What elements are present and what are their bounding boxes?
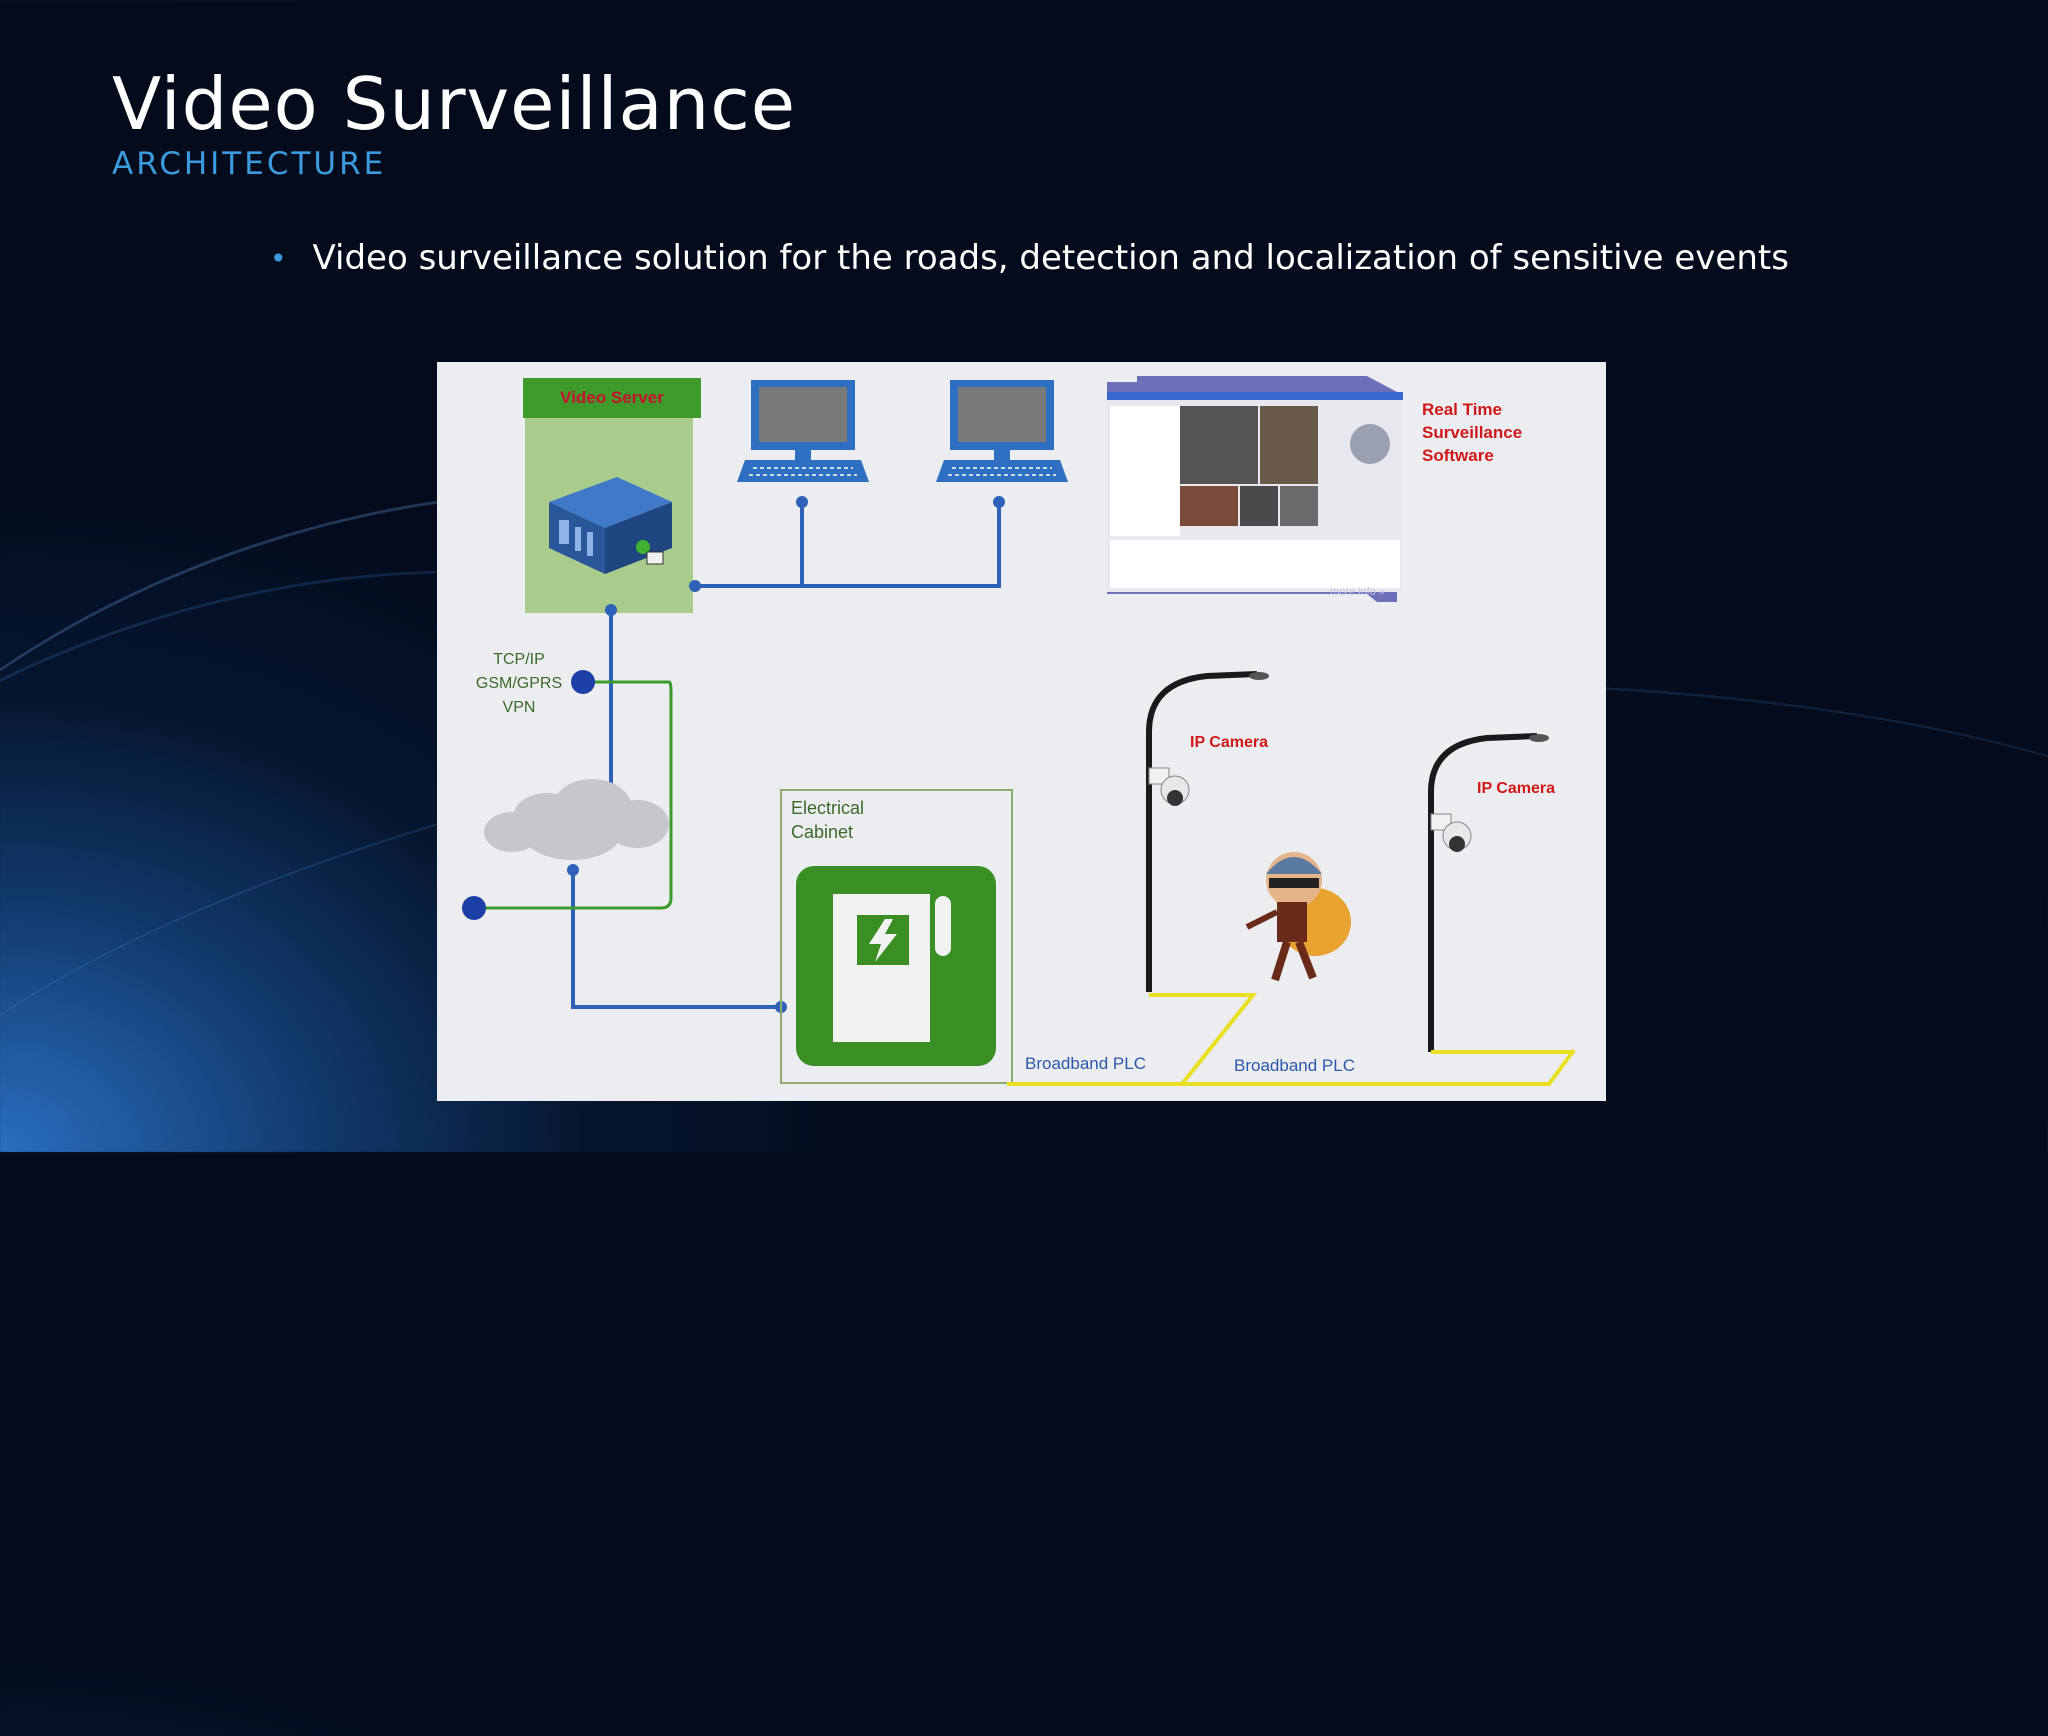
realtime-label-line: Real Time — [1422, 400, 1503, 419]
plc-label: Broadband PLC — [1234, 1056, 1355, 1075]
realtime-label-line: Surveillance — [1422, 423, 1523, 442]
camera-icon — [1148, 767, 1190, 806]
thief-icon — [1245, 852, 1351, 982]
bullet-icon: • — [270, 241, 287, 275]
link-node — [571, 670, 595, 694]
realtime-label-line: Software — [1422, 446, 1494, 465]
video-server-label: Video Server — [523, 378, 701, 418]
network-lines — [571, 502, 1001, 1009]
cabinet-label-line: Electrical — [791, 798, 865, 818]
bullet-item: • Video surveillance solution for the ro… — [270, 238, 1789, 278]
architecture-diagram: Video Server Real Time Surveillance Soft… — [437, 362, 1606, 1101]
diagram-canvas — [462, 376, 1576, 1086]
lamp-post-icon — [1428, 733, 1538, 1052]
cabinet-label-line: Cabinet — [791, 822, 854, 842]
cabinet-frame — [780, 789, 1013, 1084]
protocol-label-line: TCP/IP — [493, 651, 545, 668]
bullet-text: Video surveillance solution for the road… — [312, 238, 1789, 278]
realtime-software-label: Real Time Surveillance Software — [1422, 398, 1542, 467]
server-icon — [549, 477, 672, 574]
protocol-label-line: GSM/GPRS — [475, 675, 563, 692]
slide-subtitle: ARCHITECTURE — [112, 146, 387, 182]
software-screenshot-icon — [1107, 376, 1403, 602]
cabinet-label: Electrical Cabinet — [791, 796, 864, 844]
more-info-link: more info » — [1330, 586, 1386, 598]
protocol-label: TCP/IP GSM/GPRS VPN — [459, 648, 579, 720]
protocol-label-line: VPN — [502, 699, 536, 716]
plc-lines — [1007, 993, 1576, 1086]
lamp-head — [1249, 672, 1269, 680]
plc-label: Broadband PLC — [1025, 1054, 1146, 1073]
wireless-link — [477, 680, 673, 910]
cloud-icon — [484, 779, 669, 860]
ip-camera-label: IP Camera — [1190, 734, 1268, 751]
monitor-icon — [737, 380, 869, 482]
ip-camera-label: IP Camera — [1477, 780, 1555, 797]
lamp-head — [1529, 734, 1549, 742]
link-node — [462, 896, 486, 920]
lamp-post-icon — [1146, 671, 1258, 992]
slide-title: Video Surveillance — [112, 62, 797, 146]
camera-icon — [1430, 813, 1472, 852]
monitor-icon — [936, 380, 1068, 482]
